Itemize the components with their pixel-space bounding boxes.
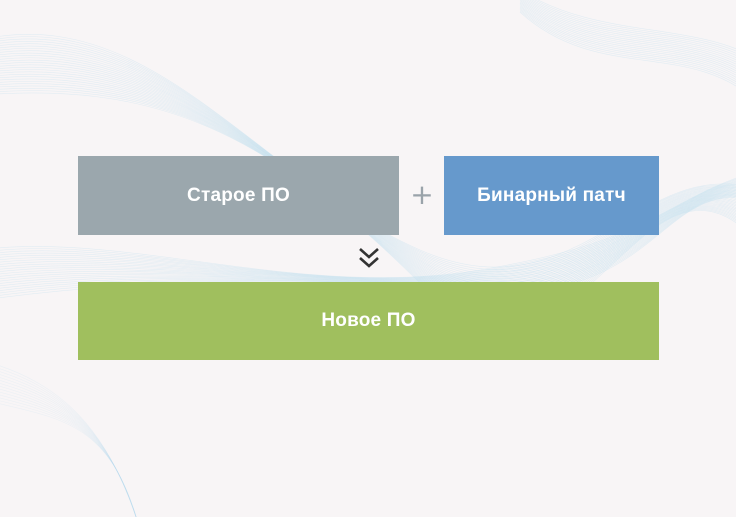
new-software-label: Новое ПО <box>321 310 416 331</box>
binary-patch-box: Бинарный патч <box>444 156 659 235</box>
double-chevron-down-icon <box>359 248 379 268</box>
old-software-box: Старое ПО <box>78 156 399 235</box>
binary-patch-label: Бинарный патч <box>477 184 626 206</box>
new-software-box: Новое ПО <box>78 282 659 360</box>
old-software-label: Старое ПО <box>187 184 290 206</box>
plus-operator: + <box>410 178 434 211</box>
